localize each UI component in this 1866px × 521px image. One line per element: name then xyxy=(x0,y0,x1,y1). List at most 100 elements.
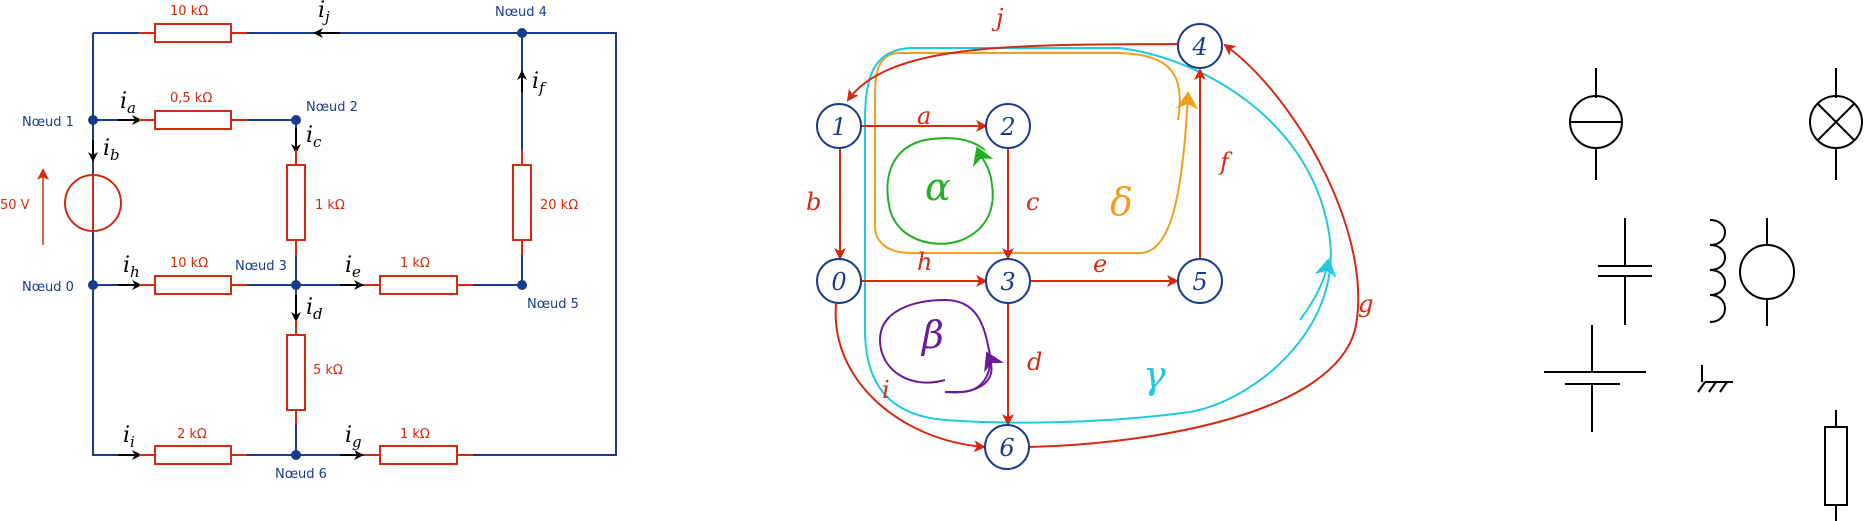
edge-label-f: f xyxy=(1218,148,1233,176)
circuit-node-dots xyxy=(88,28,527,460)
resistor-label-n3-n5: 1 kΩ xyxy=(400,256,430,271)
edge-label-a: a xyxy=(917,102,931,130)
resistor-label-n1-n2: 0,5 kΩ xyxy=(170,91,212,106)
resistor-label-bottom-right: 1 kΩ xyxy=(400,427,430,442)
node-dot-4 xyxy=(517,28,527,38)
loop-alpha xyxy=(886,137,994,245)
edge-label-c: c xyxy=(1026,188,1039,216)
svg-text:6: 6 xyxy=(999,434,1014,462)
voltmeter-symbol xyxy=(1739,218,1795,326)
svg-text:1: 1 xyxy=(831,113,846,141)
node-label-2: Nœud 2 xyxy=(306,100,358,115)
edge-label-h: h xyxy=(917,248,932,276)
circuit-resistors xyxy=(139,23,532,465)
source-label: 50 V xyxy=(0,198,30,213)
resistor-label-n4-n5: 20 kΩ xyxy=(540,198,578,213)
component-symbols xyxy=(1544,68,1863,521)
current-labels: ia ib ic id ie if ig ih ii ij xyxy=(103,0,547,451)
svg-text:3: 3 xyxy=(1000,268,1015,296)
loop-beta-head xyxy=(944,351,1004,394)
node-dot-6 xyxy=(291,450,301,460)
wire-n2 xyxy=(231,119,297,165)
ammeter-symbol xyxy=(1569,68,1623,180)
resistor-n0-n3 xyxy=(154,275,232,295)
edge-g xyxy=(1028,43,1360,448)
graph-node-4: 4 xyxy=(1177,23,1223,69)
circuit-node-labels: Nœud 1 Nœud 2 Nœud 0 Nœud 3 Nœud 4 Nœud … xyxy=(22,5,579,482)
svg-text:2: 2 xyxy=(999,113,1015,141)
node-dot-5 xyxy=(517,280,527,290)
loop-label-beta: β xyxy=(920,313,944,357)
graph-edges xyxy=(834,43,1360,453)
resistor-n3-n6 xyxy=(286,334,306,411)
inductor-symbol xyxy=(1709,219,1726,323)
battery-symbol xyxy=(1544,325,1646,432)
resistor-n3-n5 xyxy=(379,275,458,295)
wire-n5 xyxy=(457,240,523,286)
resistor-n2-n3 xyxy=(286,164,306,241)
current-label-a: ia xyxy=(120,89,136,117)
graph-nodes: 0 1 2 3 4 5 6 xyxy=(816,23,1223,470)
graph-edge-labels: a b c d e f g h i j xyxy=(806,4,1373,404)
resistor-symbol xyxy=(1824,410,1848,521)
wire-top-right xyxy=(231,32,617,456)
resistor-label-bottom-left: 2 kΩ xyxy=(177,427,207,442)
current-label-h: ih xyxy=(123,253,140,281)
resistor-bottom-right xyxy=(379,445,458,465)
current-label-e: ie xyxy=(345,253,361,281)
resistor-top xyxy=(154,23,232,43)
lamp-symbol xyxy=(1809,68,1863,180)
svg-text:4: 4 xyxy=(1191,33,1207,61)
loop-label-delta: δ xyxy=(1110,180,1133,224)
node-dot-1 xyxy=(88,115,98,125)
current-label-f: if xyxy=(532,69,547,97)
resistor-label-n2-n3: 1 kΩ xyxy=(315,198,345,213)
resistor-label-n3-n6: 5 kΩ xyxy=(313,363,343,378)
edge-label-j: j xyxy=(991,4,1004,32)
circuit-graph: 0 1 2 3 4 5 6 xyxy=(806,4,1373,470)
node-dot-2 xyxy=(291,115,301,125)
graph-node-6: 6 xyxy=(984,424,1030,470)
loop-gamma xyxy=(864,47,1332,424)
node-label-5: Nœud 5 xyxy=(527,297,579,312)
current-arrows xyxy=(88,28,527,460)
resistor-n4-n5 xyxy=(512,164,532,241)
node-dot-0 xyxy=(88,280,98,290)
svg-text:5: 5 xyxy=(1192,268,1207,296)
edge-label-g: g xyxy=(1358,290,1373,318)
loop-delta xyxy=(874,52,1199,254)
svg-text:0: 0 xyxy=(831,268,846,296)
current-label-i: ii xyxy=(123,423,135,451)
loop-gamma-head xyxy=(1299,258,1337,321)
voltage-source xyxy=(37,168,122,245)
ground-symbol xyxy=(1697,365,1733,393)
resistor-labels: 10 kΩ 0,5 kΩ 1 kΩ 10 kΩ 1 kΩ 20 kΩ 5 kΩ … xyxy=(0,4,578,442)
current-label-d: id xyxy=(306,295,323,323)
node-label-6: Nœud 6 xyxy=(275,467,327,482)
resistor-bottom-left xyxy=(154,445,232,465)
node-dot-3 xyxy=(291,280,301,290)
current-label-c: ic xyxy=(306,123,322,151)
edge-label-e: e xyxy=(1093,250,1107,278)
graph-node-5: 5 xyxy=(1177,258,1223,304)
edge-i xyxy=(834,303,986,453)
node-label-0: Nœud 0 xyxy=(22,280,74,295)
circuit-schematic: Nœud 1 Nœud 2 Nœud 0 Nœud 3 Nœud 4 Nœud … xyxy=(0,0,617,482)
edge-j xyxy=(846,43,1178,102)
loop-label-alpha: α xyxy=(925,165,951,209)
node-label-3: Nœud 3 xyxy=(235,259,287,274)
resistor-label-top: 10 kΩ xyxy=(170,4,208,19)
capacitor-symbol xyxy=(1598,218,1652,325)
loop-label-gamma: γ xyxy=(1143,353,1166,397)
graph-node-1: 1 xyxy=(816,103,862,149)
graph-node-2: 2 xyxy=(985,103,1031,149)
current-label-g: ig xyxy=(345,423,362,451)
edge-label-b: b xyxy=(806,188,821,216)
resistor-label-n0-n3: 10 kΩ xyxy=(170,256,208,271)
graph-node-0: 0 xyxy=(816,258,862,304)
node-label-4: Nœud 4 xyxy=(495,5,547,20)
current-label-j: ij xyxy=(318,0,330,26)
edge-label-d: d xyxy=(1027,348,1042,376)
node-label-1: Nœud 1 xyxy=(22,115,74,130)
